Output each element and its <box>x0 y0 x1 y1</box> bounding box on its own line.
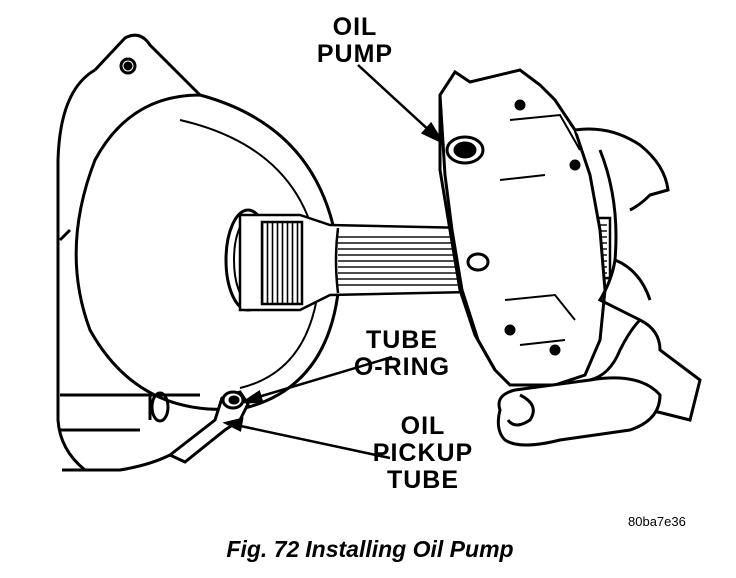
pickup-line-1: OIL <box>400 412 446 440</box>
oil-pickup-tube-callout: OIL PICKUP TUBE <box>358 413 488 494</box>
oil-pickup-tube <box>167 390 250 464</box>
leader-lines <box>222 64 446 460</box>
oil-pump-callout: OIL PUMP <box>300 14 410 68</box>
figure-number: Fig. 72 <box>226 536 300 562</box>
tube-oring-line-2: O-RING <box>353 353 451 381</box>
figure-title: Installing Oil Pump <box>305 536 514 562</box>
oil-pump-line-2: PUMP <box>316 40 394 68</box>
tube-oring-callout: TUBE O-RING <box>342 327 462 381</box>
pickup-line-3: TUBE <box>386 466 460 494</box>
pickup-line-2: PICKUP <box>372 439 474 467</box>
oil-pump-body <box>438 68 607 387</box>
figure-reference-code: 80ba7e36 <box>628 514 686 529</box>
oil-pump-line-1: OIL <box>332 13 378 41</box>
tube-oring-line-1: TUBE <box>365 326 439 354</box>
transmission-case <box>56 33 202 472</box>
hands <box>496 127 702 447</box>
